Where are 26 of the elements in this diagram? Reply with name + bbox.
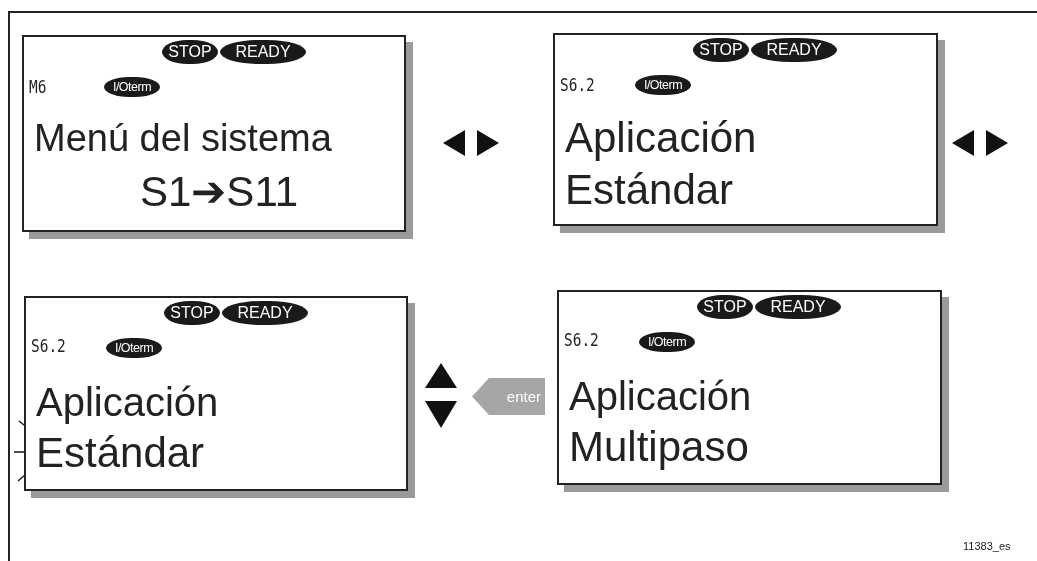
display-text: S1➔S11 (140, 171, 298, 213)
menu-code: M6 (29, 79, 47, 96)
status-indicator: I/Oterm (106, 338, 162, 358)
status-indicator: STOP (162, 40, 218, 64)
figure-id: 11383_es (963, 540, 1011, 552)
status-indicator: STOP (697, 295, 753, 319)
display-text: Aplicación (36, 382, 219, 422)
blinking-display-text: Estándar (36, 432, 205, 474)
enter-key: enter (472, 378, 545, 415)
status-indicator: I/Oterm (635, 75, 691, 95)
status-indicator: READY (755, 295, 841, 319)
status-indicator: READY (222, 301, 308, 325)
menu-code: S6.2 (31, 338, 66, 355)
display-text: Aplicación (565, 117, 757, 159)
display-text: Estándar (565, 169, 734, 211)
status-indicator: I/Oterm (639, 332, 695, 352)
status-indicator: READY (751, 38, 837, 62)
status-indicator: READY (220, 40, 306, 64)
status-indicator: STOP (693, 38, 749, 62)
menu-code: S6.2 (564, 332, 599, 349)
display-text: Menú del sistema (34, 119, 332, 157)
status-indicator: I/Oterm (104, 77, 160, 97)
display-text: Multipaso (569, 426, 749, 468)
menu-code: S6.2 (560, 77, 595, 94)
display-text: Aplicación (569, 376, 752, 416)
status-indicator: STOP (164, 301, 220, 325)
